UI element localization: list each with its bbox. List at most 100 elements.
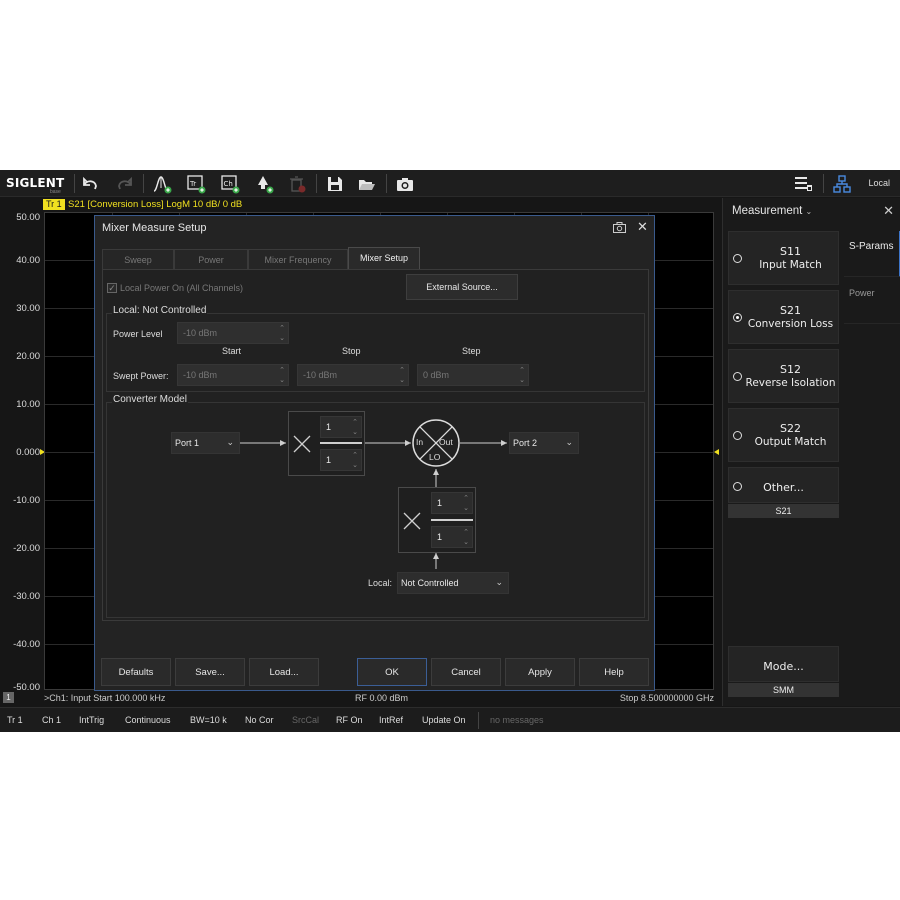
meas-button-s12[interactable]: S12 Reverse Isolation bbox=[728, 349, 839, 403]
status-rf-output[interactable]: RF On bbox=[336, 715, 363, 725]
converter-model-group: Converter Model Port 1 ⌄ bbox=[106, 394, 645, 618]
input-denominator-spinbox[interactable]: 1 ⌃ ⌄ bbox=[320, 449, 362, 471]
panel-title-text: Measurement bbox=[732, 205, 803, 217]
delete-button[interactable] bbox=[286, 173, 308, 194]
meas-button-param: S22 bbox=[780, 422, 801, 435]
lo-denominator-spinbox[interactable]: 1 ⌃ ⌄ bbox=[431, 526, 473, 548]
status-correction[interactable]: No Cor bbox=[245, 715, 274, 725]
redo-button[interactable] bbox=[113, 173, 135, 194]
spin-up-icon[interactable]: ⌃ bbox=[399, 367, 405, 374]
mixer-icon bbox=[412, 419, 460, 467]
status-trigger-source[interactable]: IntTrig bbox=[79, 715, 105, 725]
channel-indicator[interactable]: 1 bbox=[3, 692, 14, 703]
add-trace-button[interactable]: Tr bbox=[185, 173, 207, 194]
meas-button-s21[interactable]: S21 Conversion Loss bbox=[728, 290, 839, 344]
load-button[interactable]: Load... bbox=[249, 658, 319, 686]
rf-power[interactable]: RF 0.00 dBm bbox=[355, 693, 409, 703]
layout-button[interactable] bbox=[792, 173, 814, 194]
meas-button-s11[interactable]: S11 Input Match bbox=[728, 231, 839, 285]
swept-start-spinbox[interactable]: -10 dBm ⌃ ⌄ bbox=[177, 364, 289, 386]
add-marker-button[interactable] bbox=[151, 173, 173, 194]
screenshot-button[interactable] bbox=[394, 173, 416, 194]
open-file-button[interactable] bbox=[356, 173, 378, 194]
status-reference[interactable]: IntRef bbox=[379, 715, 404, 725]
input-numerator-spinbox[interactable]: 1 ⌃ ⌄ bbox=[320, 416, 362, 438]
panel-title[interactable]: Measurement ⌄ bbox=[732, 205, 812, 217]
add-channel-button[interactable]: Ch bbox=[219, 173, 241, 194]
output-port-dropdown[interactable]: Port 2 ⌄ bbox=[509, 432, 579, 454]
mode-button[interactable]: Mode... bbox=[728, 646, 839, 682]
help-button[interactable]: Help bbox=[579, 658, 649, 686]
camera-icon[interactable] bbox=[613, 222, 626, 236]
y-axis-label: -50.00 bbox=[13, 682, 40, 693]
defaults-button[interactable]: Defaults bbox=[101, 658, 171, 686]
status-update[interactable]: Update On bbox=[422, 715, 466, 725]
network-button[interactable] bbox=[831, 173, 853, 194]
save-button[interactable]: Save... bbox=[175, 658, 245, 686]
undo-icon bbox=[83, 176, 97, 189]
status-if-bandwidth[interactable]: BW=10 k bbox=[190, 715, 227, 725]
start-frequency[interactable]: >Ch1: Input Start 100.000 kHz bbox=[44, 693, 166, 703]
power-level-spinbox[interactable]: -10 dBm ⌃ ⌄ bbox=[177, 322, 289, 344]
side-tab-s-params[interactable]: S-Params bbox=[844, 231, 900, 277]
trace-description[interactable]: S21 [Conversion Loss] LogM 10 dB/ 0 dB bbox=[68, 199, 243, 210]
meas-button-param: S11 bbox=[780, 245, 801, 258]
cancel-button[interactable]: Cancel bbox=[431, 658, 501, 686]
spin-down-icon[interactable]: ⌄ bbox=[279, 335, 285, 342]
spin-up-icon[interactable]: ⌃ bbox=[352, 452, 358, 459]
close-icon[interactable]: ✕ bbox=[883, 203, 894, 218]
radio-icon bbox=[733, 431, 742, 440]
save-state-button[interactable] bbox=[324, 173, 346, 194]
local-source-dropdown[interactable]: Not Controlled ⌄ bbox=[397, 572, 509, 594]
vna-application: SIGLENT base Tr Ch bbox=[0, 170, 900, 732]
spin-down-icon[interactable]: ⌄ bbox=[519, 377, 525, 384]
external-source-button[interactable]: External Source... bbox=[406, 274, 518, 300]
status-trigger-mode[interactable]: Continuous bbox=[125, 715, 171, 725]
swept-stop-spinbox[interactable]: -10 dBm ⌃ ⌄ bbox=[297, 364, 409, 386]
main-toolbar: SIGLENT base Tr Ch bbox=[0, 170, 900, 197]
other-param-value: S21 bbox=[728, 504, 839, 518]
swept-step-spinbox[interactable]: 0 dBm ⌃ ⌄ bbox=[417, 364, 529, 386]
lo-numerator-spinbox[interactable]: 1 ⌃ ⌄ bbox=[431, 492, 473, 514]
tab-mixer-frequency[interactable]: Mixer Frequency bbox=[248, 249, 348, 269]
apply-button[interactable]: Apply bbox=[505, 658, 575, 686]
spin-up-icon[interactable]: ⌃ bbox=[352, 419, 358, 426]
spin-down-icon[interactable]: ⌄ bbox=[279, 377, 285, 384]
spin-down-icon[interactable]: ⌄ bbox=[399, 377, 405, 384]
stop-frequency[interactable]: Stop 8.500000000 GHz bbox=[619, 693, 714, 703]
side-tab-power[interactable]: Power bbox=[844, 278, 900, 324]
undo-button[interactable] bbox=[80, 173, 102, 194]
trace-tag[interactable]: Tr 1 bbox=[43, 199, 65, 210]
spin-up-icon[interactable]: ⌃ bbox=[279, 367, 285, 374]
add-window-button[interactable] bbox=[253, 173, 275, 194]
input-port-dropdown[interactable]: Port 1 ⌄ bbox=[171, 432, 240, 454]
local-source-value: Not Controlled bbox=[401, 578, 459, 588]
y-axis-label: -20.00 bbox=[13, 543, 40, 554]
y-axis-label: -30.00 bbox=[13, 591, 40, 602]
spin-up-icon[interactable]: ⌃ bbox=[463, 495, 469, 502]
meas-button-s22[interactable]: S22 Output Match bbox=[728, 408, 839, 462]
spin-up-icon[interactable]: ⌃ bbox=[519, 367, 525, 374]
ok-button[interactable]: OK bbox=[357, 658, 427, 686]
spin-up-icon[interactable]: ⌃ bbox=[463, 529, 469, 536]
spin-up-icon[interactable]: ⌃ bbox=[279, 325, 285, 332]
close-icon[interactable]: ✕ bbox=[637, 219, 648, 234]
spin-down-icon[interactable]: ⌄ bbox=[463, 539, 469, 546]
reference-marker-left-icon bbox=[40, 449, 45, 455]
spin-down-icon[interactable]: ⌄ bbox=[352, 462, 358, 469]
mixer-measure-setup-dialog: Mixer Measure Setup ✕ Sweep Power Mixer … bbox=[94, 215, 655, 691]
status-source-cal[interactable]: SrcCal bbox=[292, 715, 320, 725]
meas-button-other[interactable]: Other... bbox=[728, 467, 839, 503]
status-trace[interactable]: Tr 1 bbox=[7, 715, 23, 725]
status-channel[interactable]: Ch 1 bbox=[42, 715, 62, 725]
tab-sweep[interactable]: Sweep bbox=[102, 249, 174, 269]
tab-power[interactable]: Power bbox=[174, 249, 248, 269]
meas-button-desc: Input Match bbox=[759, 259, 822, 271]
local-power-checkbox[interactable]: ✓ bbox=[107, 283, 117, 293]
remote-local-status[interactable]: Local bbox=[868, 178, 890, 188]
tab-mixer-setup[interactable]: Mixer Setup bbox=[348, 247, 420, 269]
spin-down-icon[interactable]: ⌄ bbox=[352, 429, 358, 436]
fraction-bar bbox=[320, 442, 362, 444]
measurement-panel: Measurement ⌄ ✕ S11 Input Match S21 Conv… bbox=[722, 198, 900, 706]
spin-down-icon[interactable]: ⌄ bbox=[463, 505, 469, 512]
